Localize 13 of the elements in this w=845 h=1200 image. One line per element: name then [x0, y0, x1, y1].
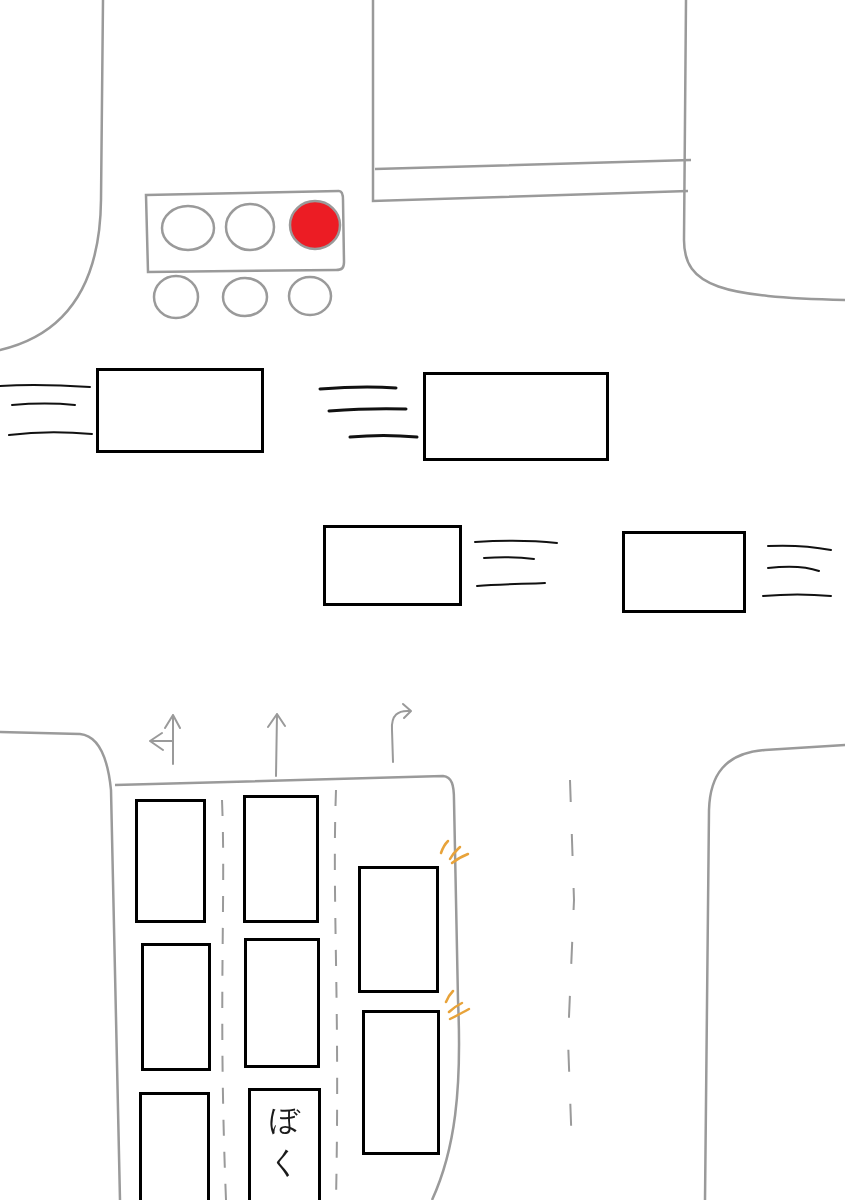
- car: [248, 1088, 321, 1200]
- car: [622, 531, 746, 613]
- car: [423, 372, 609, 461]
- car: [141, 943, 211, 1071]
- car-label: ぼく: [268, 1101, 301, 1181]
- car: [358, 866, 439, 993]
- car: [362, 1010, 440, 1155]
- car: [135, 799, 206, 923]
- car: [96, 368, 264, 453]
- car: [323, 525, 462, 606]
- car: [243, 795, 319, 923]
- car: [244, 938, 320, 1068]
- car: [139, 1092, 210, 1200]
